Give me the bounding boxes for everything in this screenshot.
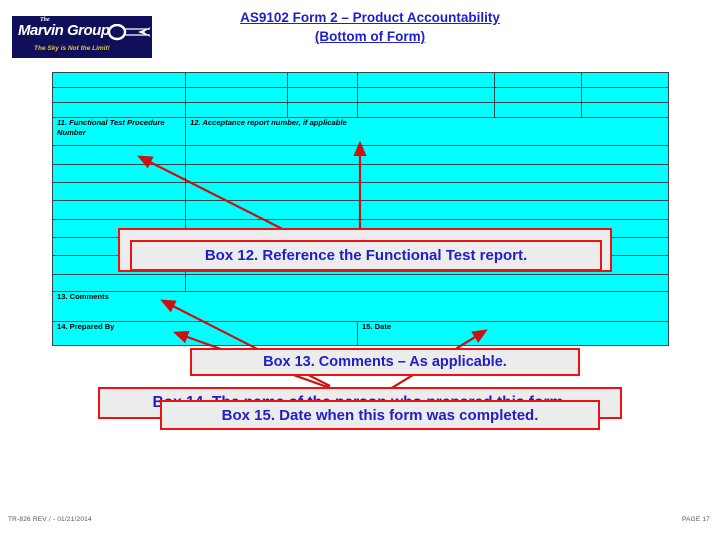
cell-r1c2[interactable] [185,71,288,89]
table-row [52,71,669,89]
cell-r6c2[interactable] [185,163,669,184]
field-label-12[interactable]: 12. Acceptance report number, if applica… [185,117,669,147]
cell-r3c2[interactable] [185,102,288,119]
callout-box12[interactable]: Box 12. Reference the Functional Test re… [130,240,602,271]
cell-r1c4[interactable] [357,71,495,89]
cell-r8c2[interactable] [185,200,669,220]
page-title-line1: AS9102 Form 2 – Product Accountability [240,10,500,25]
page-title-line2: (Bottom of Form) [314,29,426,44]
callout-box13[interactable]: Box 13. Comments – As applicable. [190,348,580,376]
cell-r2c5[interactable] [494,87,582,104]
logo-name-text: Marvin Group [18,22,110,39]
cell-r1c1[interactable] [52,71,186,89]
cell-r3c1[interactable] [52,102,186,119]
cell-r5c2[interactable] [185,145,669,165]
logo-swoosh-icon [108,24,151,41]
cell-r1c6[interactable] [581,71,669,89]
cell-r6c1[interactable] [52,163,186,184]
callout-box12-text: Box 12. Reference the Functional Test re… [204,247,528,264]
table-row [52,87,669,104]
cell-r2c4[interactable] [357,87,495,104]
table-row-box13: 13. Comments [52,290,669,323]
cell-r8c1[interactable] [52,200,186,220]
cell-r2c1[interactable] [52,87,186,104]
field-label-11[interactable]: 11. Functional Test Procedure Number [52,117,186,147]
cell-r2c3[interactable] [287,87,358,104]
cell-r3c6[interactable] [581,102,669,119]
cell-r12c1[interactable] [52,273,186,292]
footer-page-number: PAGE 17 [681,516,710,523]
field-label-15[interactable]: 15. Date [357,321,669,346]
cell-r7c1[interactable] [52,182,186,202]
logo-tagline-text: The Sky is Not the Limit! [34,45,110,52]
page-title: AS9102 Form 2 – Product Accountability (… [180,8,560,46]
table-row-box14-box15: 14. Prepared By 15. Date [52,321,669,346]
footer-revision: TR-826 REV / - 01/21/2014 [8,516,92,523]
as9102-form-table: 11. Functional Test Procedure Number 12.… [52,71,669,346]
cell-r2c6[interactable] [581,87,669,104]
cell-r3c3[interactable] [287,102,358,119]
table-row [52,273,669,292]
table-row [52,163,669,184]
table-row [52,200,669,220]
table-row [52,145,669,165]
cell-r12c2[interactable] [185,273,669,292]
cell-r7c2[interactable] [185,182,669,202]
cell-r3c5[interactable] [494,102,582,119]
callout-box13-text: Box 13. Comments – As applicable. [263,354,507,370]
callout-box15[interactable]: Box 15. Date when this form was complete… [160,400,600,430]
table-row [52,102,669,119]
cell-r1c5[interactable] [494,71,582,89]
field-label-13[interactable]: 13. Comments [52,290,669,323]
marvin-group-logo: The Marvin Group The Sky is Not the Limi… [12,16,152,58]
logo-the-text: The [40,17,50,23]
field-label-14[interactable]: 14. Prepared By [52,321,358,346]
table-row [52,182,669,202]
cell-r1c3[interactable] [287,71,358,89]
cell-r5c1[interactable] [52,145,186,165]
cell-r2c2[interactable] [185,87,288,104]
cell-r3c4[interactable] [357,102,495,119]
table-row-box11-box12: 11. Functional Test Procedure Number 12.… [52,117,669,147]
callout-box15-text: Box 15. Date when this form was complete… [221,406,539,424]
